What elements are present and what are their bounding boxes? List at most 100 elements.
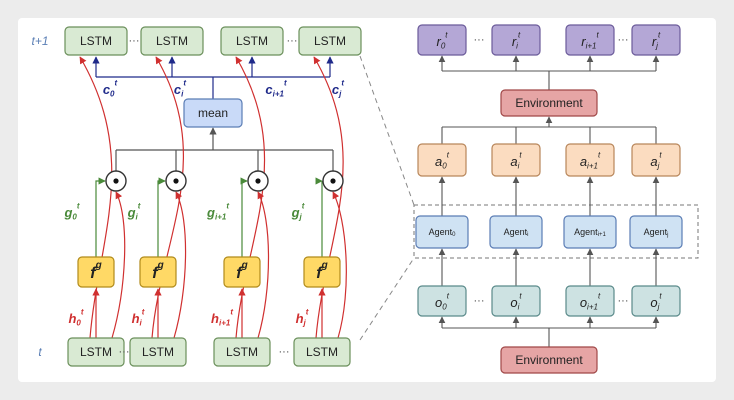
cell-state-arrow-0 bbox=[111, 191, 126, 339]
environment-box-bottom bbox=[500, 346, 598, 374]
fg-box-3 bbox=[303, 256, 341, 288]
observation-box-1 bbox=[491, 285, 541, 317]
agent-label-3: Agentj bbox=[644, 227, 669, 238]
reward-label-1: rit bbox=[512, 30, 521, 50]
hidden-label-3: hjt bbox=[296, 307, 309, 327]
fg-label-1: fg bbox=[152, 260, 163, 282]
hidden-label-1: hit bbox=[132, 307, 145, 327]
gate-label-0: g0t bbox=[63, 201, 79, 221]
agent-label-2: Agenti+1 bbox=[574, 227, 606, 238]
action-box-3 bbox=[631, 143, 681, 177]
action-label-3: ajt bbox=[650, 150, 662, 170]
lstm-bottom-2 bbox=[213, 337, 271, 367]
reward-box-0 bbox=[417, 24, 467, 56]
ellipsis-reward-a: ··· bbox=[474, 34, 485, 46]
reward-label-3: rjt bbox=[652, 30, 661, 50]
recurrent-arrow-1 bbox=[151, 56, 185, 339]
observation-label-0: o0t bbox=[435, 291, 450, 311]
ellipsis-top-a: ··· bbox=[129, 35, 140, 47]
ellipsis-reward-b: ··· bbox=[618, 34, 629, 46]
cell-label-3: cjt bbox=[332, 78, 344, 98]
recurrent-arrow-2 bbox=[235, 56, 266, 339]
gate-arrow-0 bbox=[95, 177, 106, 257]
mean-label: mean bbox=[198, 106, 228, 120]
hidden-label-0: h0t bbox=[68, 307, 83, 327]
action-box-2 bbox=[565, 143, 615, 177]
observation-box-2 bbox=[565, 285, 615, 317]
agent-box-0 bbox=[415, 215, 469, 249]
lstm-top-label-3: LSTM bbox=[314, 34, 346, 48]
lstm-bottom-label-2: LSTM bbox=[226, 345, 258, 359]
recurrent-arrow-0 bbox=[79, 56, 113, 339]
environment-label-bottom: Environment bbox=[515, 353, 583, 367]
agent-label-0: Agent0 bbox=[429, 227, 457, 238]
reward-box-1 bbox=[491, 24, 541, 56]
lstm-bottom-3 bbox=[293, 337, 351, 367]
row-label-t-plus-1: t+1 bbox=[31, 34, 48, 48]
action-box-0 bbox=[417, 143, 467, 177]
odot-dot-0 bbox=[113, 178, 119, 184]
observation-label-3: ojt bbox=[650, 291, 662, 311]
connector-layer bbox=[79, 55, 699, 347]
lstm-top-3 bbox=[298, 26, 362, 56]
gate-label-1: git bbox=[127, 201, 141, 221]
observation-label-2: oi+1t bbox=[580, 291, 601, 311]
reward-box-3 bbox=[631, 24, 681, 56]
fg-box-1 bbox=[139, 256, 177, 288]
agent-box-2 bbox=[563, 215, 617, 249]
ellipsis-obs-a: ··· bbox=[474, 295, 485, 307]
ellipsis-top-b: ··· bbox=[287, 35, 298, 47]
observation-box-3 bbox=[631, 285, 681, 317]
zoom-dash-bottom bbox=[359, 257, 415, 341]
reward-box-2 bbox=[565, 24, 615, 56]
environment-label-top: Environment bbox=[515, 96, 583, 110]
gate-label-3: gjt bbox=[291, 201, 305, 221]
lstm-bottom-label-1: LSTM bbox=[142, 345, 174, 359]
lstm-bottom-1 bbox=[129, 337, 187, 367]
action-label-0: a0t bbox=[435, 150, 450, 170]
cell-label-0: c0t bbox=[103, 78, 118, 98]
fg-label-0: fg bbox=[90, 260, 101, 282]
agent-box-3 bbox=[629, 215, 683, 249]
cell-state-arrow-1 bbox=[173, 191, 187, 339]
diagram-panel bbox=[18, 18, 716, 382]
cell-label-1: cit bbox=[174, 78, 186, 98]
lstm-bottom-label-0: LSTM bbox=[80, 345, 112, 359]
lstm-top-2 bbox=[220, 26, 284, 56]
lstm-top-label-1: LSTM bbox=[156, 34, 188, 48]
fg-label-2: fg bbox=[236, 260, 247, 282]
action-box-1 bbox=[491, 143, 541, 177]
lstm-bottom-label-3: LSTM bbox=[306, 345, 338, 359]
ellipsis-bottom-a: ··· bbox=[119, 346, 130, 358]
cell-state-arrow-2 bbox=[257, 191, 270, 339]
lstm-top-1 bbox=[140, 26, 204, 56]
recurrent-arrow-3 bbox=[313, 56, 344, 339]
fg-label-3: fg bbox=[316, 260, 327, 282]
cell-state-arrow-3 bbox=[332, 191, 347, 339]
cell-label-2: ci+1t bbox=[265, 78, 287, 98]
observation-box-0 bbox=[417, 285, 467, 317]
lstm-bottom-0 bbox=[67, 337, 125, 367]
agent-group-frame bbox=[413, 204, 699, 259]
reward-label-2: ri+1t bbox=[581, 30, 599, 50]
gate-arrow-1 bbox=[157, 177, 166, 257]
lstm-top-label-0: LSTM bbox=[80, 34, 112, 48]
reward-label-0: r0t bbox=[436, 30, 448, 50]
odot-dot-3 bbox=[330, 178, 336, 184]
fg-box-2 bbox=[223, 256, 261, 288]
gate-label-2: gi+1t bbox=[206, 201, 229, 221]
hidden-label-2: hi+1t bbox=[211, 307, 233, 327]
agent-label-1: Agenti bbox=[504, 227, 529, 238]
action-label-1: ait bbox=[510, 150, 522, 170]
lstm-top-0 bbox=[64, 26, 128, 56]
observation-label-1: oit bbox=[510, 291, 522, 311]
gate-arrow-2 bbox=[240, 177, 248, 257]
odot-dot-1 bbox=[173, 178, 179, 184]
odot-dot-2 bbox=[255, 178, 261, 184]
fg-box-0 bbox=[77, 256, 115, 288]
action-label-2: ai+1t bbox=[580, 150, 601, 170]
ellipsis-bottom-b: ··· bbox=[279, 346, 290, 358]
environment-box-top bbox=[500, 89, 598, 117]
